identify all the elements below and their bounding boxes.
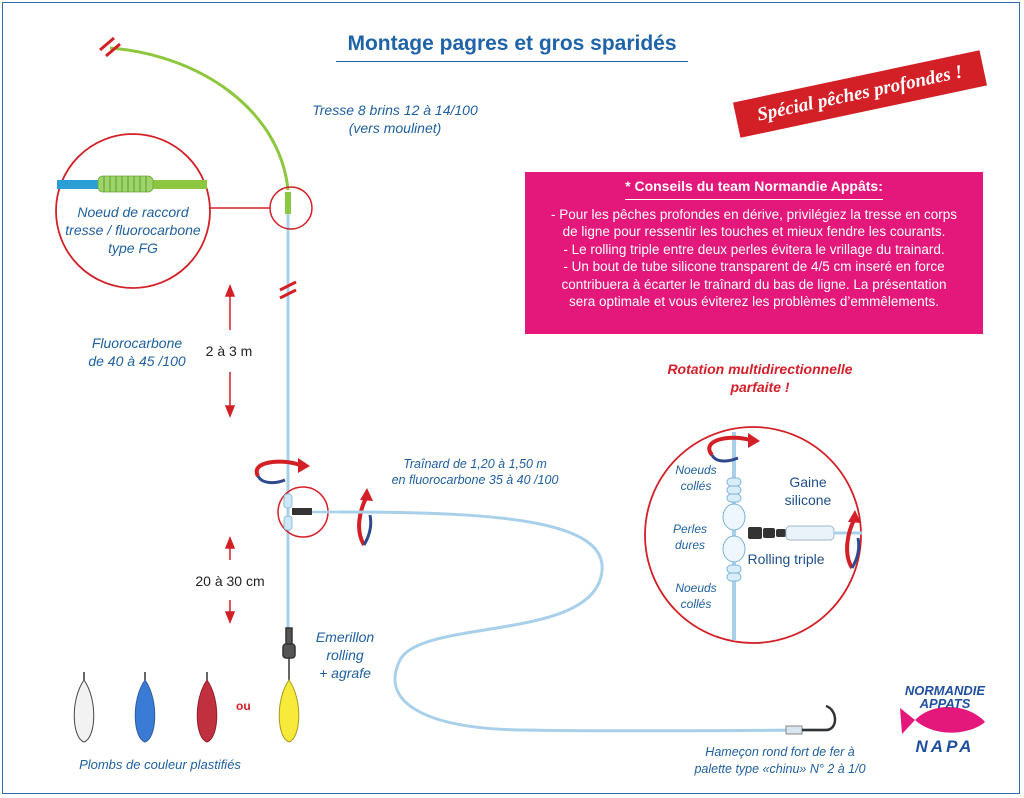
detail-knot-wraps xyxy=(103,176,147,192)
swivel-label: Emerillon rolling + agrafe xyxy=(315,629,375,681)
detail-rotation-arrow-top xyxy=(707,435,751,457)
detail-silicone-sleeve xyxy=(785,525,835,541)
logo-napa: NAPA xyxy=(915,737,975,756)
detail-rotation-arrow-right xyxy=(845,519,856,570)
sinker-blue xyxy=(134,672,156,743)
tips-line: - Le rolling triple entre deux perles év… xyxy=(563,241,945,257)
length-arrows-bottom xyxy=(224,535,236,625)
length-bottom-label: 20 à 30 cm xyxy=(195,573,265,589)
logo-fish xyxy=(900,707,985,734)
rotation-arrow-main xyxy=(254,459,301,477)
detail-braid-segment xyxy=(150,180,207,189)
sinker-white xyxy=(73,672,95,743)
rolling-small-body xyxy=(292,508,312,515)
detail-sleeve-label: Gaine silicone xyxy=(784,474,832,508)
tips-line: de ligne pour ressentir les touches et m… xyxy=(562,224,946,239)
detail-knots-top-label: Noeuds collés xyxy=(675,463,717,493)
sinker-yellow xyxy=(278,672,300,743)
detail-bead-bottom xyxy=(722,535,746,563)
detail-fg-knot xyxy=(97,175,154,193)
detail-beads-label: Perles dures xyxy=(672,522,707,552)
detail-bead-top xyxy=(722,503,746,531)
logo: NORMANDIE APPATS xyxy=(904,683,986,711)
knot-label: Noeud de raccord tresse / fluorocarbone … xyxy=(65,204,201,256)
sinkers-label: Plombs de couleur plastifiés xyxy=(79,757,241,772)
trainard-line xyxy=(339,510,829,733)
braid-label: Tresse 8 brins 12 à 14/100 (vers mouline… xyxy=(312,102,478,136)
or-label: ou xyxy=(236,699,251,713)
fluoro-cut-mark xyxy=(279,280,297,300)
rolling-small xyxy=(283,493,293,531)
fluoro-label: Fluorocarbone de 40 à 45 /100 xyxy=(88,335,186,369)
hook xyxy=(785,704,837,735)
detail-rolling-label: Rolling triple xyxy=(747,551,825,567)
knot-detail-circle xyxy=(55,133,211,289)
fg-knot xyxy=(285,192,291,214)
swivel-snap xyxy=(282,627,296,672)
rotation-label: Rotation multidirectionnelle parfaite ! xyxy=(667,361,853,395)
detail-glued-knots-bottom xyxy=(726,564,742,582)
length-arrows-top xyxy=(224,283,236,419)
sinker-red xyxy=(196,672,218,743)
tips-heading: * Conseils du team Normandie Appâts: xyxy=(625,178,883,200)
hook-label: Hameçon rond fort de fer à palette type … xyxy=(694,745,866,776)
detail-rolling-triple xyxy=(748,527,786,539)
tips-box: * Conseils du team Normandie Appâts: - P… xyxy=(525,172,983,334)
tips-line: - Un bout de tube silicone transparent d… xyxy=(563,259,945,274)
page-title: Montage pagres et gros sparidés xyxy=(347,32,677,55)
length-top-label: 2 à 3 m xyxy=(205,343,253,359)
tips-line: contribuera à écarter le traînard du bas… xyxy=(561,276,947,292)
tips-line: - Pour les pêches profondes en dérive, p… xyxy=(551,206,957,222)
detail-fluoro-segment xyxy=(57,180,103,189)
braid-cut-mark xyxy=(99,36,121,58)
detail-knots-bottom-label: Noeuds collés xyxy=(675,581,717,611)
detail-glued-knots-top xyxy=(726,477,742,503)
rotation-arrow-trainard xyxy=(357,497,368,547)
title-underline xyxy=(336,61,688,62)
braid-line xyxy=(109,46,290,191)
tips-line: sera optimale et vous éviterez les probl… xyxy=(569,294,939,309)
trainard-label: Traînard de 1,20 à 1,50 m en fluorocarbo… xyxy=(391,457,559,487)
